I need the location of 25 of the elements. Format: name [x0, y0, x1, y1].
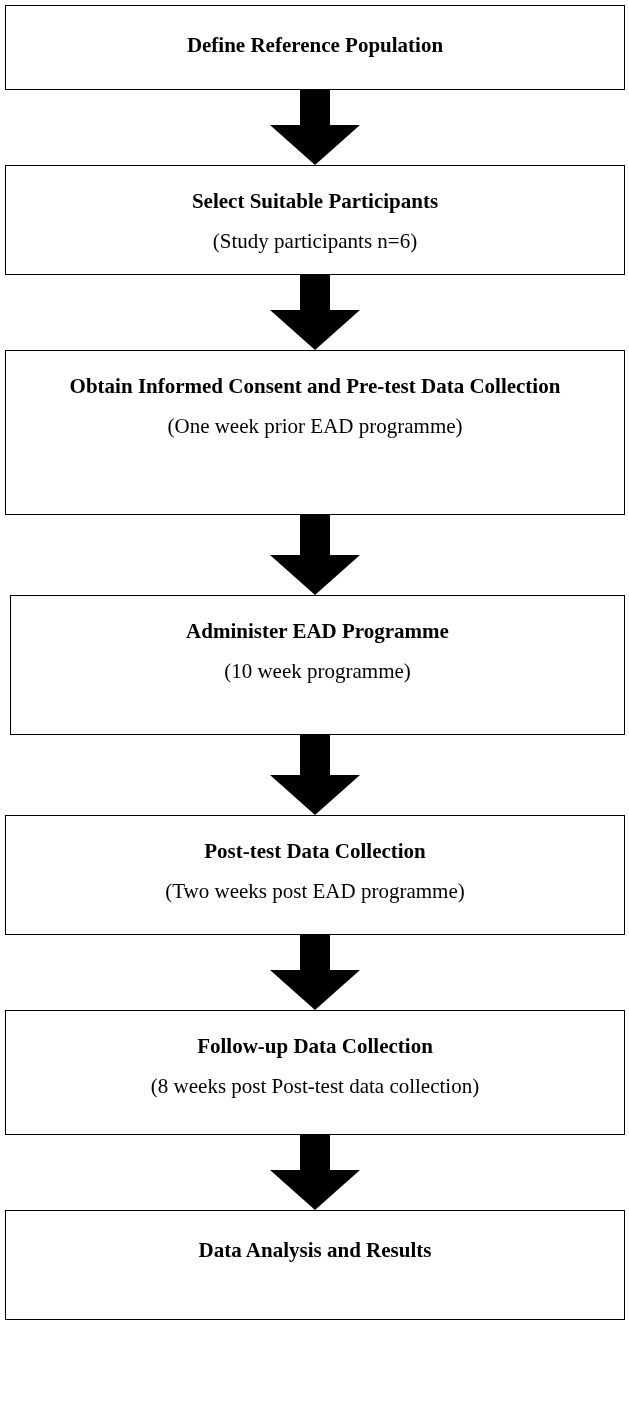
- step-title: Follow-up Data Collection: [197, 1033, 433, 1060]
- step-note: (8 weeks post Post-test data collection): [150, 1074, 480, 1100]
- block-arrow: [270, 735, 360, 815]
- step-note: (One week prior EAD programme): [167, 414, 463, 440]
- block-arrow: [270, 1135, 360, 1210]
- step-title: Select Suitable Participants: [191, 188, 439, 215]
- step-title: Data Analysis and Results: [198, 1237, 432, 1264]
- process-box: [5, 5, 625, 90]
- step-note: (Two weeks post EAD programme): [165, 879, 465, 905]
- step-title: Obtain Informed Consent and Pre-test Data Collection: [69, 373, 561, 400]
- process-box: [5, 350, 625, 515]
- step-title: Define Reference Population: [186, 32, 444, 59]
- process-box: [5, 165, 625, 275]
- block-arrow: [270, 935, 360, 1010]
- step-title: Administer EAD Programme: [186, 618, 449, 645]
- process-box: [5, 1210, 625, 1320]
- process-box: [5, 1010, 625, 1135]
- block-arrow: [270, 275, 360, 350]
- block-arrow: [270, 515, 360, 595]
- process-box: [10, 595, 625, 735]
- step-note: (Study participants n=6): [212, 229, 418, 255]
- step-title: Post-test Data Collection: [204, 838, 426, 865]
- block-arrow: [270, 90, 360, 165]
- process-box: [5, 815, 625, 935]
- step-note: (10 week programme): [224, 659, 411, 685]
